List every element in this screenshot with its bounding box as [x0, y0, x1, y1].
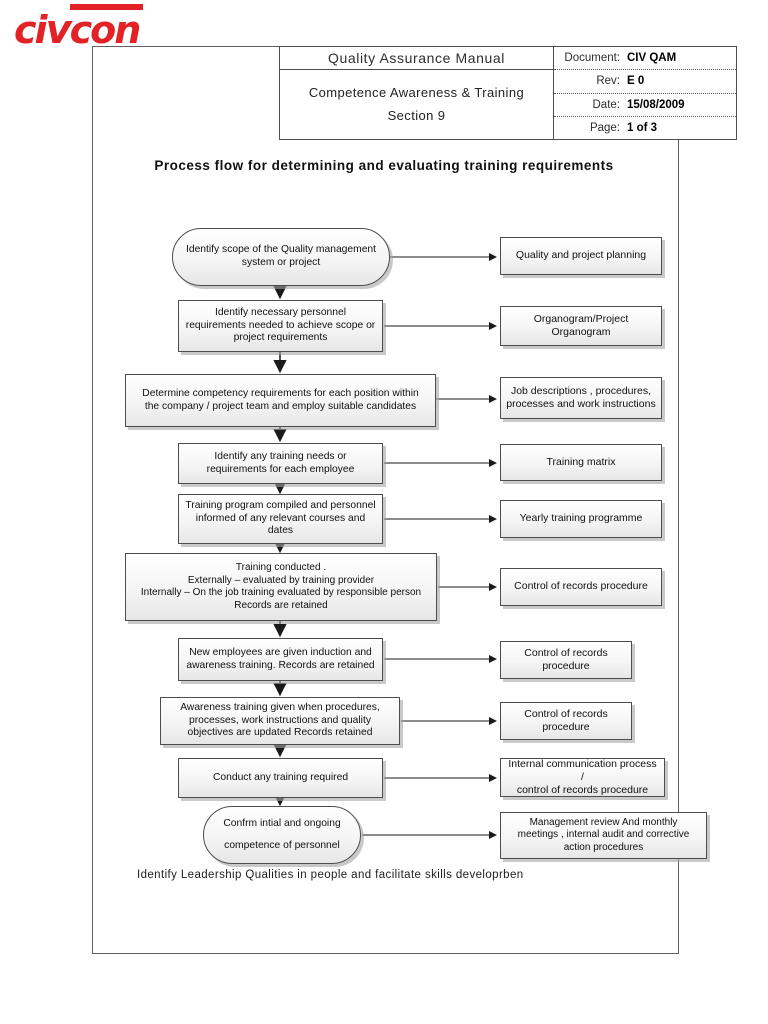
flow-output-4: Training matrix: [500, 444, 662, 481]
field-value: CIV QAM: [627, 52, 677, 65]
field-label: Date:: [592, 98, 621, 111]
header-right-cell: Document: CIV QAM Rev: E 0 Date: 15/08/2…: [554, 47, 736, 139]
section-title: Competence Awareness & Training: [308, 85, 525, 101]
flow-output-7: Control of records procedure: [500, 641, 632, 679]
header-field-rev: Rev: E 0: [554, 69, 736, 92]
flow-step-5: Training program compiled and personnel …: [178, 494, 383, 544]
flow-output-2: Organogram/Project Organogram: [500, 306, 662, 346]
section-subtitle: Section 9: [387, 107, 446, 123]
flow-output-10: Management review And monthly meetings ,…: [500, 812, 707, 859]
civcon-logo: ci v con: [14, 4, 144, 53]
flow-step-9: Conduct any training required: [178, 758, 383, 798]
flow-step-1: Identify scope of the Quality management…: [172, 228, 390, 286]
flow-output-9: Internal communication process / control…: [500, 758, 665, 797]
manual-title: Quality Assurance Manual: [280, 47, 553, 70]
field-value: E 0: [627, 75, 645, 88]
flow-step-3: Determine competency requirements for ea…: [125, 374, 436, 427]
logo-text-v: v: [45, 7, 72, 53]
flow-step-8: Awareness training given when procedures…: [160, 697, 400, 745]
flow-step-10: Confrm intial and ongoing competence of …: [203, 806, 361, 864]
field-label: Page:: [589, 121, 620, 134]
logo-text-con: con: [69, 4, 144, 49]
flow-step-7: New employees are given induction and aw…: [178, 638, 383, 681]
section-cell: Competence Awareness & Training Section …: [280, 70, 553, 139]
field-label: Rev:: [596, 75, 620, 88]
header-table: Quality Assurance Manual Competence Awar…: [279, 46, 737, 140]
flow-output-5: Yearly training programme: [500, 500, 662, 538]
field-value: 15/08/2009: [627, 98, 685, 111]
header-left-cell: Quality Assurance Manual Competence Awar…: [280, 47, 554, 139]
flow-output-6: Control of records procedure: [500, 568, 662, 606]
flow-output-3: Job descriptions , procedures, processes…: [500, 377, 662, 419]
logo-text-ci: ci: [14, 8, 48, 52]
flow-output-8: Control of records procedure: [500, 702, 632, 740]
header-field-page: Page: 1 of 3: [554, 115, 736, 139]
header-field-date: Date: 15/08/2009: [554, 92, 736, 116]
field-label: Document:: [564, 52, 620, 65]
flow-step-6: Training conducted . Externally – evalua…: [125, 553, 437, 621]
header-field-document: Document: CIV QAM: [554, 47, 736, 69]
footnote-text: Identify Leadership Qualities in people …: [137, 869, 524, 881]
flow-step-4: Identify any training needs or requireme…: [178, 443, 383, 484]
flow-output-1: Quality and project planning: [500, 237, 662, 275]
page-title: Process flow for determining and evaluat…: [154, 158, 614, 173]
field-value: 1 of 3: [627, 121, 658, 134]
flow-step-2: Identify necessary personnel requirement…: [178, 300, 383, 352]
